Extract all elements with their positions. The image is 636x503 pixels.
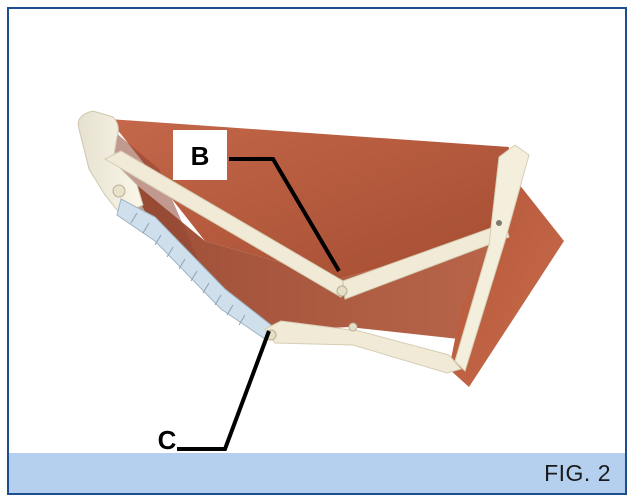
upper-joint [337, 286, 347, 296]
figure-frame: B C FIG. 2 [7, 7, 627, 495]
front-bar-bolt [496, 220, 502, 226]
awning-illustration: B C [9, 9, 625, 455]
awning-svg: B C [9, 9, 625, 455]
figure-caption: FIG. 2 [544, 460, 611, 487]
middle-bracket [349, 323, 357, 331]
label-c-leader [177, 331, 269, 449]
cassette-end-cap [113, 185, 125, 197]
label-c: C [158, 425, 177, 455]
caption-bar: FIG. 2 [9, 453, 625, 493]
label-b: B [191, 141, 210, 171]
